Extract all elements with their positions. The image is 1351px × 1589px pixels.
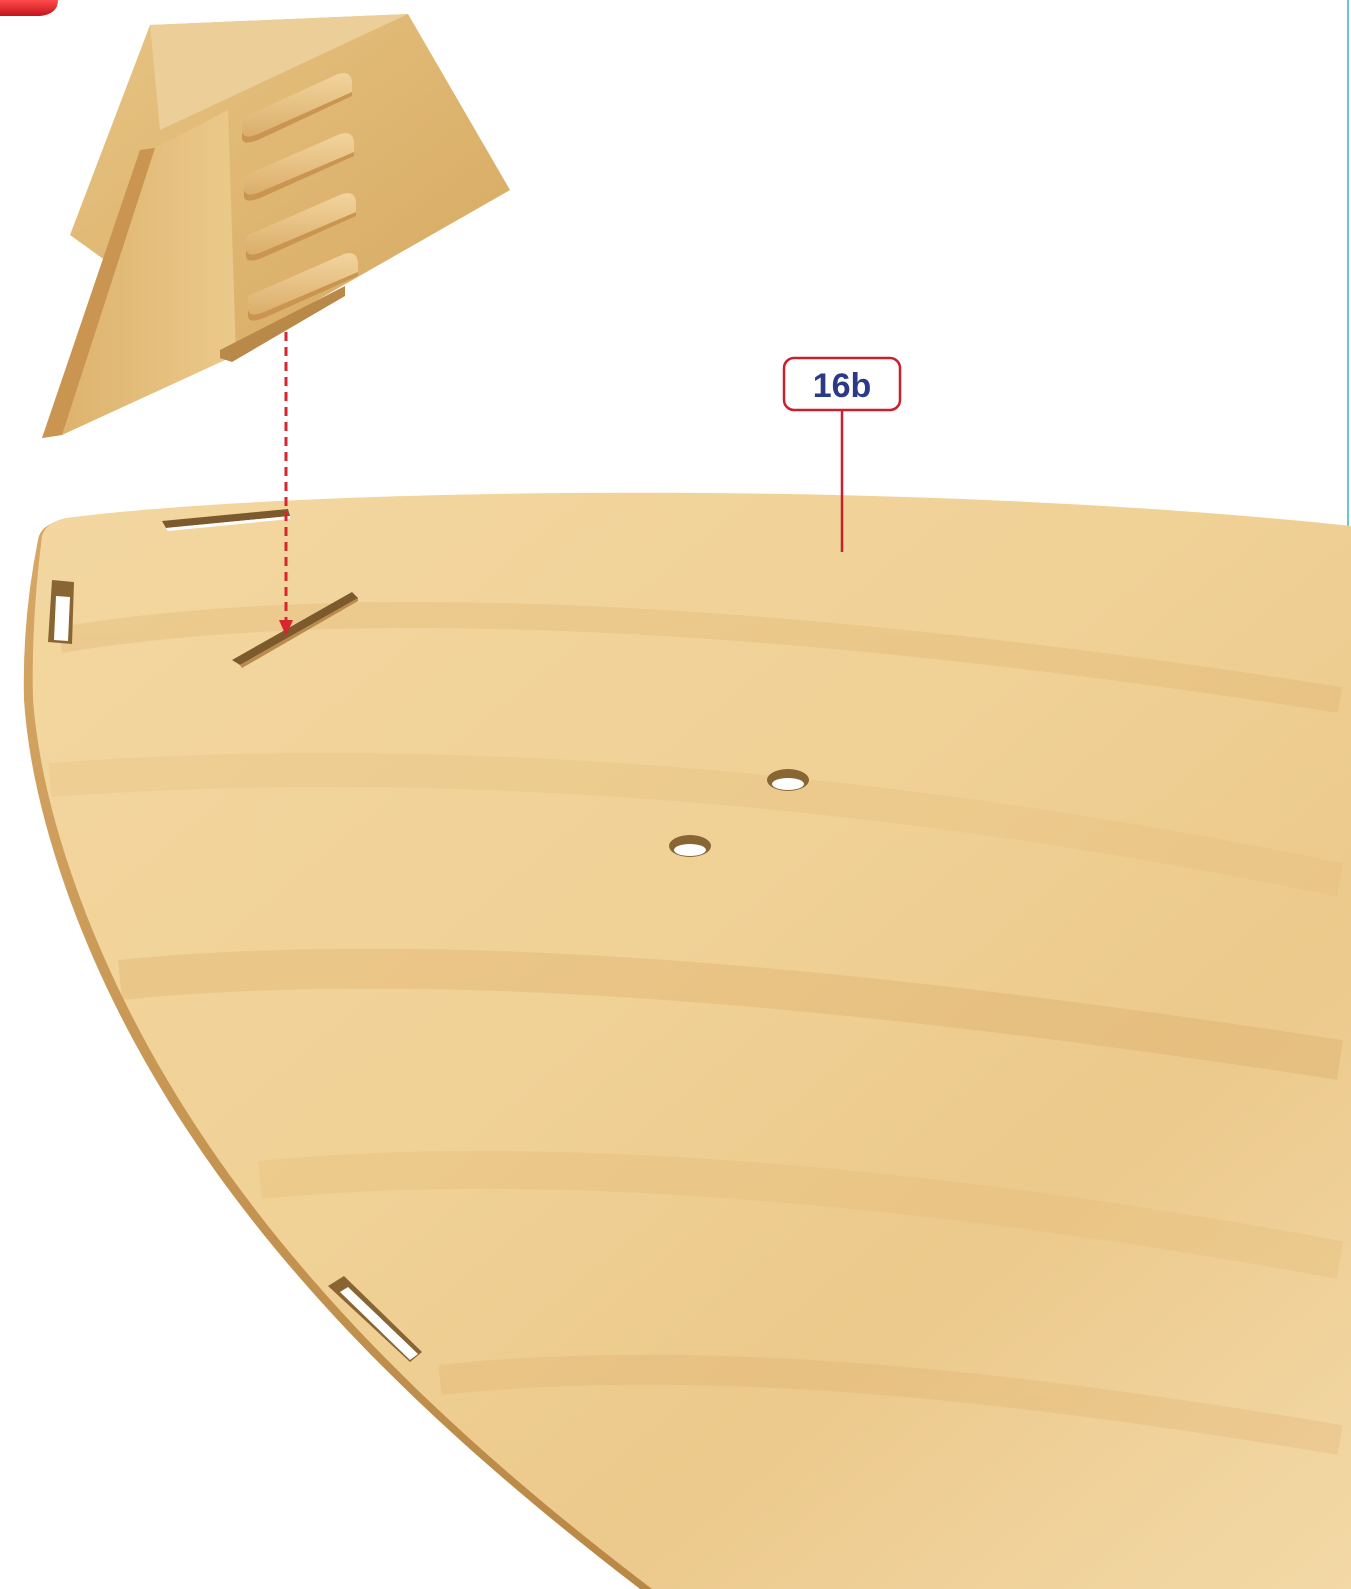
red-step-badge-icon bbox=[0, 0, 58, 16]
bracket-tab-2 bbox=[244, 133, 354, 201]
board-hole-1 bbox=[767, 769, 809, 791]
dashed-down-arrow-icon bbox=[279, 332, 293, 636]
part-label-text: 16b bbox=[813, 367, 872, 405]
board-edge-notch-left bbox=[48, 580, 74, 644]
part-label-box bbox=[782, 356, 902, 412]
bracket-front-plate bbox=[42, 110, 236, 438]
board-slot-diagonal bbox=[232, 592, 358, 665]
triangular-bracket bbox=[42, 14, 510, 438]
bracket-tab-3 bbox=[246, 193, 356, 261]
board-slot-top bbox=[162, 509, 290, 528]
board-hole-2 bbox=[669, 835, 711, 857]
part-label-16b: 16b bbox=[782, 356, 902, 552]
bracket-tab-1 bbox=[242, 73, 352, 143]
wood-grain bbox=[48, 602, 1344, 1455]
board-edge-notch-bottom bbox=[328, 1276, 422, 1362]
board-16b bbox=[23, 492, 1351, 1589]
bracket-tab-4 bbox=[248, 253, 358, 321]
